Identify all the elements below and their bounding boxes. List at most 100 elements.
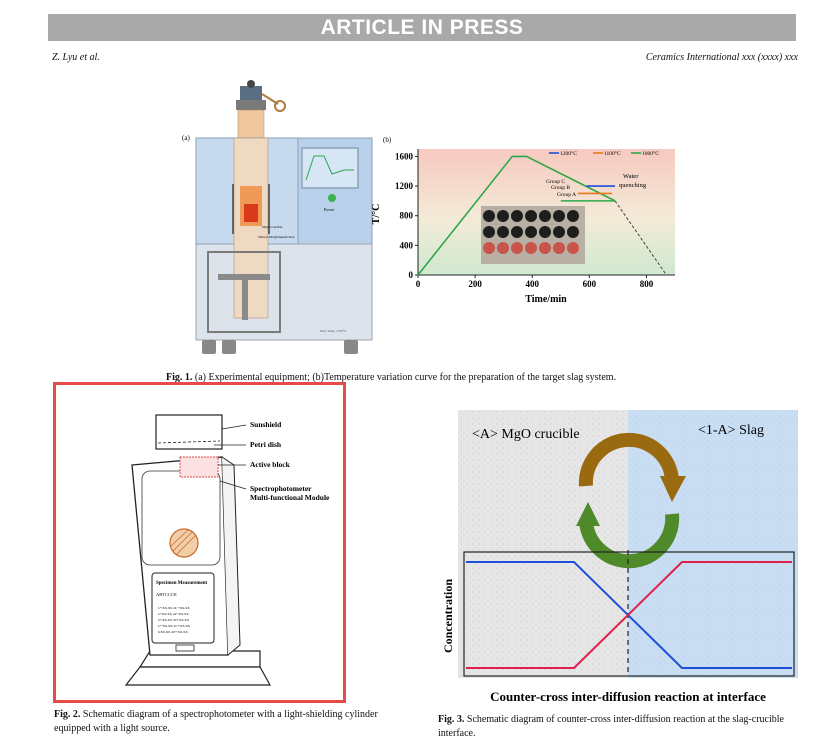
y-axis-label: T/°C [371, 204, 382, 225]
control-display [301, 147, 359, 189]
fig2-caption: Fig. 2. Schematic diagram of a spectroph… [54, 708, 384, 736]
sample-crucible [567, 210, 579, 222]
sample-crucible [553, 210, 565, 222]
screen-row: h:XX.XX ΔE*:XX.XX [158, 630, 188, 634]
fig2-caption-text: Schematic diagram of a spectrophotometer… [54, 709, 378, 734]
concentration-axis-label: Concentration [441, 579, 455, 653]
label-active-block: Active block [250, 460, 291, 469]
sample-crucible [483, 242, 495, 254]
y-tick-label: 1600 [395, 151, 414, 161]
x-tick-label: 200 [468, 279, 482, 289]
arrow-up-icon [578, 432, 679, 487]
sample-crucible [511, 242, 523, 254]
sample-crucible [539, 242, 551, 254]
arrow-down-icon [579, 513, 680, 569]
wheel [344, 340, 358, 354]
furnace-badge: Max Temp 1700°C [320, 329, 347, 333]
furnace-lower-body [195, 243, 373, 341]
top-valve [240, 86, 262, 100]
screen-title: Specimen Measurement [156, 581, 207, 586]
power-light [328, 194, 336, 202]
sample-crucible [511, 226, 523, 238]
sample-crucible [525, 226, 537, 238]
spectrophotometer-illustration: Specimen Measurement ABTCCCE L*:XX.XX ΔL… [124, 414, 330, 686]
panel-a-label: (a) [182, 134, 190, 142]
highlight-box [53, 382, 346, 703]
screen-row: b*:XX.XX Δb*:XX.XX [158, 618, 190, 622]
diagram-title: Counter-cross inter-diffusion reaction a… [490, 689, 766, 704]
annotation-quenching: quenching [619, 182, 647, 189]
fig1-caption-text: (a) Experimental equipment; (b)Temperatu… [194, 372, 617, 383]
valve-knob [247, 80, 255, 88]
wheel [222, 340, 236, 354]
y-tick-label: 400 [400, 240, 414, 250]
fig1-caption: Fig. 1. (a) Experimental equipment; (b)T… [166, 371, 726, 385]
legend-label: 1200°C [560, 150, 577, 157]
top-flange [236, 100, 266, 110]
crucible-label: <A> MgO crucible [472, 427, 580, 442]
cooling-curve [614, 200, 667, 276]
screen-row: a*:XX.XX Δa*:XX.XX [158, 612, 189, 616]
sample-crucible [539, 210, 551, 222]
detector-window [169, 528, 199, 558]
furnace-tube-top [237, 109, 265, 139]
annotation-group-b: Group B [551, 185, 570, 191]
fig3-caption: Fig. 3. Schematic diagram of counter-cro… [438, 713, 800, 741]
legend-label: 1000°C [642, 150, 659, 157]
label-petri-dish: Petri dish [250, 440, 282, 449]
x-tick-label: 0 [416, 279, 421, 289]
x-tick-label: 800 [640, 279, 654, 289]
concentration-plot [463, 551, 795, 677]
furnace-illustration: (a) MgO Crucible Silicon Molybdenum Rod … [182, 80, 373, 354]
screen-subtitle: ABTCCCE [156, 592, 177, 597]
fig3-caption-label: Fig. 3. [438, 714, 465, 725]
screen-row: L*:XX.XX ΔL*:XX.XX [158, 606, 190, 610]
sample-crucible [483, 210, 495, 222]
sample-crucible [497, 242, 509, 254]
sample-crucible [525, 210, 537, 222]
sample-crucible [553, 226, 565, 238]
annotation-group-a: Group A [557, 192, 576, 198]
sample-crucible [511, 210, 523, 222]
running-header-journal: Ceramics International xxx (xxxx) xxx [645, 52, 798, 63]
panel-b-label: (b) [383, 136, 392, 144]
annotation-water: Water [623, 173, 639, 180]
sample-crucible [483, 226, 495, 238]
screen-row: C*:XX.XX ΔC*:XX.XX [158, 624, 191, 628]
y-tick-label: 800 [400, 211, 414, 221]
label-sunshield: Sunshield [250, 420, 282, 429]
article-banner: ARTICLE IN PRESS [48, 14, 796, 41]
crucible [244, 204, 258, 222]
wheel [202, 340, 216, 354]
diffusion-diagram: <A> MgO crucible <1-A> Slag Concentratio… [441, 410, 798, 704]
x-axis-label: Time/min [525, 294, 567, 305]
sample-crucible [567, 226, 579, 238]
sample-crucible [525, 242, 537, 254]
fig1-caption-label: Fig. 1. [166, 372, 193, 383]
label-spectrophotometer: Spectrophotometer [250, 484, 312, 493]
display-screen [151, 572, 215, 644]
x-tick-label: 600 [583, 279, 597, 289]
sample-crucible [567, 242, 579, 254]
gas-inlet [274, 100, 286, 112]
y-tick-label: 0 [409, 270, 414, 280]
annotation-group-c: Group C [546, 179, 565, 185]
sample-crucible [553, 242, 565, 254]
sample-crucible [497, 226, 509, 238]
slag-label: <1-A> Slag [698, 423, 764, 438]
slag-concentration-line [466, 561, 792, 669]
crucible-label: MgO Crucible [262, 225, 283, 229]
active-block [179, 456, 219, 478]
sample-crucible [539, 226, 551, 238]
running-header-authors: Z. Lyu et al. [52, 52, 100, 63]
rod-label: Silicon Molybdenum Rod [258, 235, 295, 239]
heating-curve [417, 155, 616, 276]
fig3-caption-text: Schematic diagram of counter-cross inter… [438, 714, 784, 739]
legend-label: 1100°C [604, 150, 621, 157]
sunshield-cylinder [155, 414, 223, 450]
fig2-caption-label: Fig. 2. [54, 709, 81, 720]
x-tick-label: 400 [525, 279, 539, 289]
label-module: Multi-functional Module [250, 493, 330, 502]
power-label: Power [324, 207, 335, 212]
